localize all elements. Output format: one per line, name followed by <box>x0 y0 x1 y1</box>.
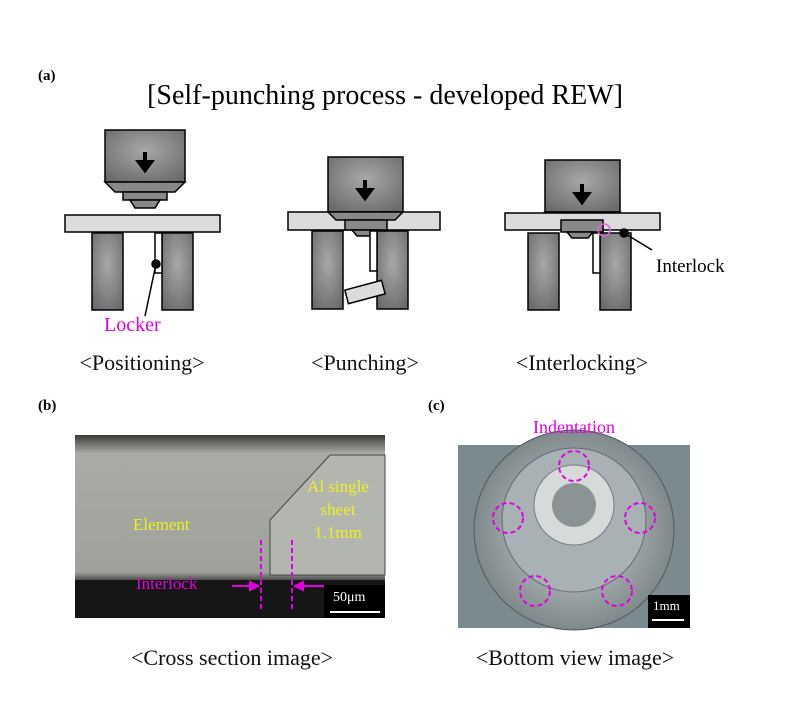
sheet-label-2: sheet <box>320 500 356 519</box>
caption-interlocking: <Interlocking> <box>515 350 649 375</box>
panel-c-label: (c) <box>428 398 445 414</box>
step-positioning-diagram <box>64 129 221 317</box>
indentation-label: Indentation <box>533 417 615 437</box>
caption-bottom-view: <Bottom view image> <box>475 645 675 670</box>
step-punching-diagram <box>287 156 441 310</box>
panel-a-label: (a) <box>38 68 56 84</box>
panel-b-label: (b) <box>38 398 57 414</box>
caption-cross-section: <Cross section image> <box>130 645 334 670</box>
bottom-view-photo <box>458 429 690 631</box>
sheet-label-3: 1.1mm <box>314 523 362 542</box>
panel-a-title: [Self-punching process - developed REW] <box>147 80 623 111</box>
interlock-label: Interlock <box>656 256 725 277</box>
caption-positioning: <Positioning> <box>79 350 205 375</box>
locker-label: Locker <box>104 314 161 336</box>
step-interlocking-diagram <box>504 159 661 311</box>
sheet-label-1: Al single <box>307 477 369 496</box>
scale-bar-c: 1mm <box>653 598 680 613</box>
element-label: Element <box>133 515 190 534</box>
cross-section-photo <box>75 435 386 618</box>
scale-bar-b: 50μm <box>333 590 366 605</box>
caption-punching: <Punching> <box>311 350 419 375</box>
interlock-photo-label: Interlock <box>136 574 198 593</box>
